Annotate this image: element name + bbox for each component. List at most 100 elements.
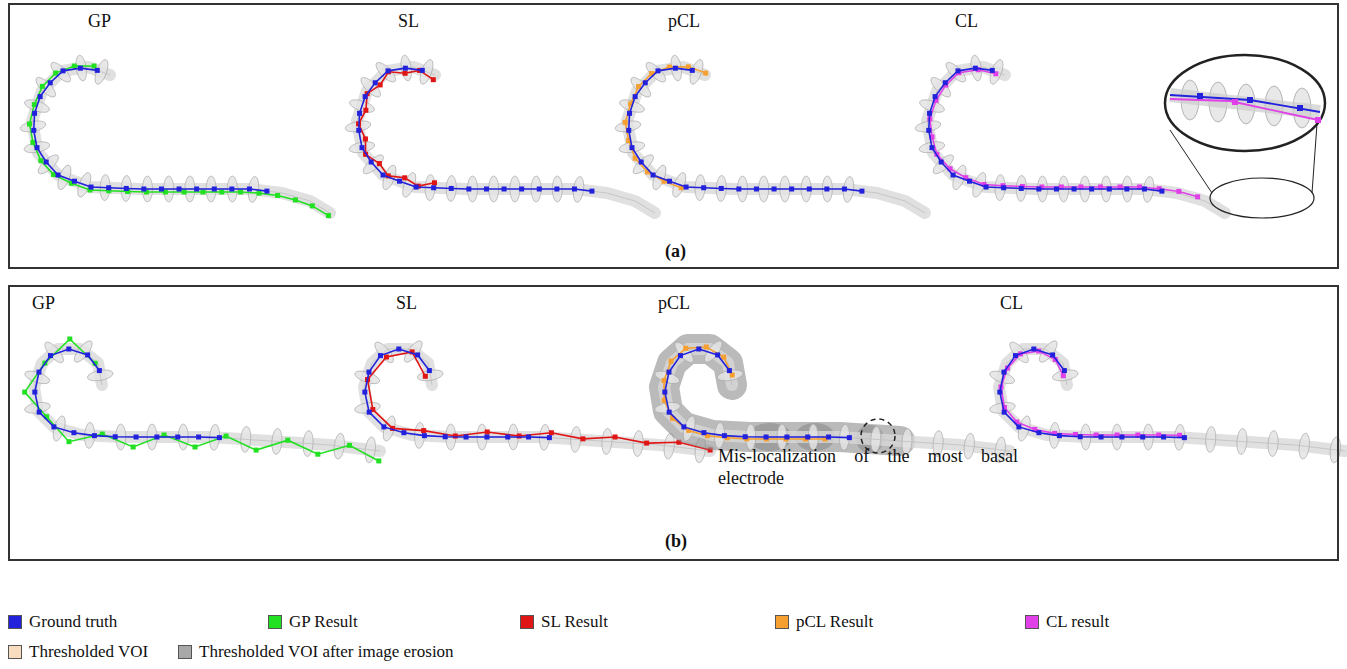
- electrode-point: [807, 187, 812, 192]
- electrode-trace: [1000, 349, 1185, 438]
- electrode-point: [701, 430, 706, 435]
- electrode-point: [414, 185, 419, 190]
- electrode-point: [363, 94, 368, 99]
- legend-item: Thresholded VOI: [8, 642, 148, 662]
- electrode-point: [381, 424, 386, 429]
- electrode-point: [485, 430, 490, 435]
- electrode-point: [431, 185, 436, 190]
- electrode-point: [396, 347, 401, 352]
- electrode-point: [1050, 352, 1055, 357]
- electrode-trace: [359, 68, 592, 191]
- electrode-point: [196, 435, 201, 440]
- legend-item: pCL Result: [775, 612, 873, 632]
- array-outline: [34, 349, 380, 451]
- electrode-point: [362, 390, 367, 395]
- electrode-point: [655, 68, 660, 73]
- electrode-point: [124, 186, 129, 191]
- electrode-point: [1159, 189, 1164, 194]
- electrode-point: [1001, 370, 1006, 375]
- electrode-point: [67, 337, 72, 342]
- electrode-point: [826, 435, 831, 440]
- electrode-point: [182, 190, 187, 195]
- electrode-point: [224, 434, 229, 439]
- electrode-point: [662, 390, 667, 395]
- electrode-point: [721, 355, 726, 360]
- legend-text: GP Result: [289, 612, 358, 632]
- electrode-trace: [665, 349, 850, 438]
- electrode-contact-shell: [48, 59, 73, 84]
- electrode-point: [997, 390, 1002, 395]
- zoom-region: [1210, 178, 1314, 218]
- method-label: SL: [398, 11, 419, 32]
- legend-item: SL Result: [520, 612, 608, 632]
- electrode-point: [376, 458, 381, 463]
- electrode-point: [1002, 410, 1007, 415]
- electrode-point: [484, 187, 489, 192]
- electrode-point: [505, 435, 510, 440]
- electrode-point: [743, 434, 748, 439]
- electrode-point: [1057, 433, 1062, 438]
- electrode-point: [420, 68, 425, 73]
- zoomed-trace: [1170, 99, 1318, 120]
- electrode-point: [673, 66, 678, 71]
- legend-item: Ground truth: [8, 612, 117, 632]
- electrode-point: [78, 66, 83, 71]
- electrode-point: [502, 187, 507, 192]
- electrode-point: [1140, 435, 1145, 440]
- electrode-point: [212, 187, 217, 192]
- method-label: pCL: [668, 11, 700, 32]
- method-label: GP: [88, 11, 111, 32]
- electrode-point: [633, 94, 638, 99]
- electrode-point: [293, 197, 298, 202]
- electrode-point: [667, 179, 672, 184]
- electrode-point: [464, 435, 469, 440]
- electrode-point: [66, 439, 71, 444]
- array-outline: [999, 349, 1345, 451]
- electrode-point: [359, 145, 364, 150]
- electrode-array-shell: [32, 67, 330, 213]
- electrode-trace: [25, 339, 379, 461]
- electrode-point: [927, 111, 932, 116]
- electrode-point: [367, 410, 372, 415]
- electrode-point: [310, 203, 315, 208]
- electrode-point: [423, 374, 428, 379]
- electrode-point: [247, 187, 252, 192]
- electrode-point: [369, 160, 374, 165]
- electrode-point: [30, 140, 35, 145]
- electrode-point: [427, 368, 432, 373]
- electrode-point: [1107, 187, 1112, 192]
- legend-item: Thresholded VOI after image erosion: [178, 642, 454, 662]
- electrode-point: [847, 435, 852, 440]
- electrode-point: [373, 80, 378, 85]
- electrode-point: [703, 71, 708, 76]
- electrode-point: [200, 190, 205, 195]
- electrode-point: [363, 136, 368, 141]
- electrode-point: [784, 435, 789, 440]
- electrode-point: [1016, 424, 1021, 429]
- array-outline: [357, 67, 655, 213]
- electrode-point: [1099, 435, 1104, 440]
- electrode-point: [549, 430, 554, 435]
- electrode-point: [967, 179, 972, 184]
- electrode-trace: [664, 347, 825, 439]
- electrode-point: [951, 173, 956, 178]
- electrode-point: [60, 68, 65, 73]
- electrode-point: [48, 80, 53, 85]
- electrode-point: [519, 187, 524, 192]
- electrode-point: [859, 189, 864, 194]
- electrode-point: [37, 410, 42, 415]
- electrode-trace: [34, 68, 267, 191]
- array-outline: [32, 67, 330, 213]
- electrode-point: [537, 187, 542, 192]
- legend-swatch: [8, 615, 22, 629]
- electrode-point: [378, 353, 383, 358]
- electrode-point: [256, 191, 261, 196]
- electrode-trace: [929, 68, 1162, 191]
- electrode-point: [106, 185, 111, 190]
- panel-label: (b): [665, 531, 687, 552]
- electrode-point: [34, 145, 39, 150]
- legend-swatch: [268, 615, 282, 629]
- electrode-point: [141, 187, 146, 192]
- array-outline: [664, 349, 1010, 451]
